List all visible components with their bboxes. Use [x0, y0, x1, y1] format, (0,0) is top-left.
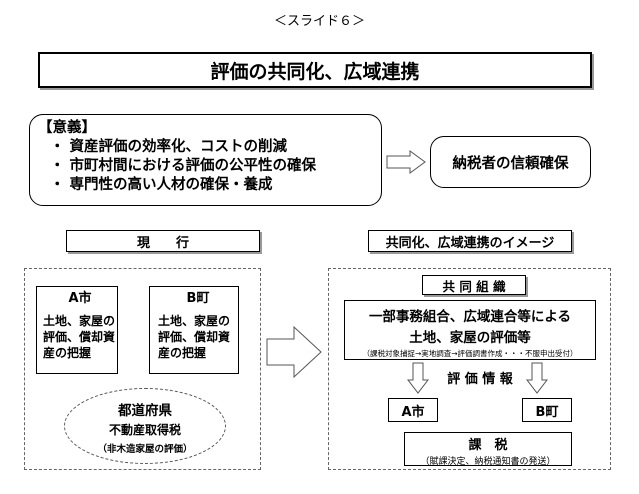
evaluation-info-label: 評 価 情 報: [447, 371, 513, 387]
prefecture-note: （非木造家屋の評価）: [97, 444, 193, 455]
b-town-line: 土地、家屋の: [158, 314, 231, 328]
joint-org-box: 共 同 組 織: [422, 275, 526, 295]
b-town-future-box: B町: [522, 398, 572, 422]
taxation-title: 課 税: [468, 438, 508, 453]
b-town-title: B町: [186, 291, 210, 306]
a-city-line: 評価、償却資: [43, 330, 116, 344]
significance-item: ・ 専門性の高い人材の確保・養成: [50, 177, 273, 193]
union-line2: 土地、家屋の評価等: [409, 330, 531, 346]
significance-item: ・ 市町村間における評価の公平性の確保: [50, 158, 317, 174]
taxation-box: 課 税 （賦課決定、納税通知書の発送）: [404, 432, 572, 467]
a-city-future-box: A市: [388, 398, 438, 422]
taxation-note: （賦課決定、納税通知書の発送）: [420, 457, 556, 467]
current-label: 現 行: [66, 230, 260, 252]
a-city-box: A市 土地、家屋の 評価、償却資 産の把握: [36, 286, 118, 374]
prefecture-title: 都道府県: [118, 403, 172, 419]
union-line1: 一部事務組合、広域連合等による: [368, 309, 572, 325]
b-town-line: 評価、償却資: [158, 330, 231, 344]
big-right-arrow-icon: [266, 326, 322, 378]
right-arrow-icon: [386, 150, 426, 174]
a-city-line: 産の把握: [43, 346, 92, 360]
a-city-title: A市: [68, 291, 92, 306]
significance-item: ・ 資産評価の効率化、コストの削減: [50, 139, 288, 155]
prefecture-ellipse: 都道府県 不動産取得税 （非木造家屋の評価）: [64, 388, 226, 464]
significance-heading: 【意義】: [38, 120, 96, 136]
down-arrow-icon: [407, 362, 429, 394]
taxpayer-trust-box: 納税者の信頼確保: [430, 136, 591, 188]
slide-label: ＜スライド６＞: [273, 13, 365, 29]
b-town-line: 産の把握: [158, 346, 207, 360]
a-city-line: 土地、家屋の: [43, 314, 116, 328]
title-box: 評価の共同化、広域連携: [38, 52, 592, 88]
b-town-box: B町 土地、家屋の 評価、償却資 産の把握: [149, 286, 239, 374]
prefecture-tax: 不動産取得税: [108, 423, 181, 437]
significance-box: 【意義】 ・ 資産評価の効率化、コストの削減 ・ 市町村間における評価の公平性の…: [29, 114, 382, 206]
union-box: 一部事務組合、広域連合等による 土地、家屋の評価等 （課税対象捕捉→実地調査→評…: [344, 300, 596, 360]
down-arrow-icon: [526, 362, 548, 394]
future-label: 共同化、広域連携のイメージ: [368, 230, 572, 252]
union-note: （課税対象捕捉→実地調査→評価調書作成・・・不服申出受付）: [362, 349, 578, 358]
